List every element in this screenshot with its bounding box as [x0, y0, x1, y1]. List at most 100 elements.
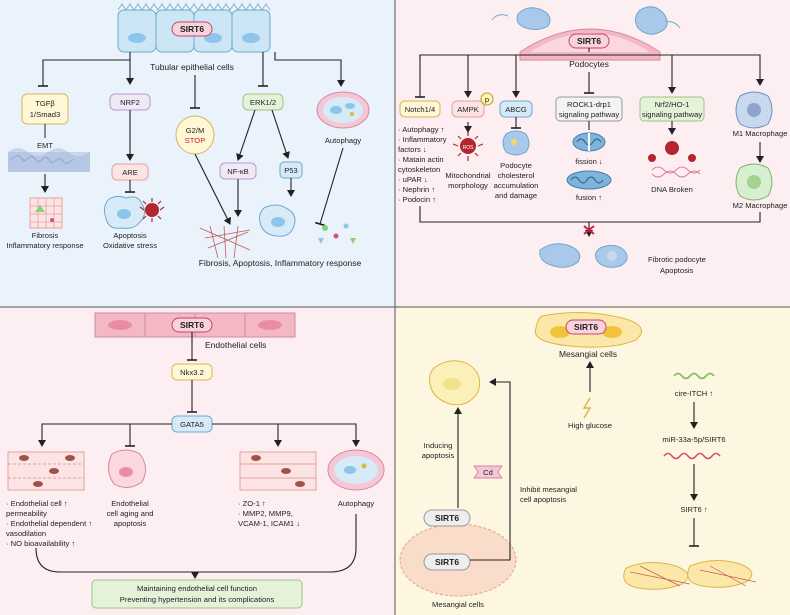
apoptotic-mesangial-cell-illustration [429, 360, 481, 406]
aging-apoptosis-label: apoptosis [114, 519, 147, 528]
list-item: · Inflammatory [398, 135, 447, 144]
sirt6-label-mid: SIRT6 [435, 513, 459, 523]
apoptotic-cell-illustration-tubular [259, 204, 296, 237]
vessel-permeability-illustration [7, 451, 85, 491]
sirt6-up-label: SIRT6 ↑ [680, 505, 707, 514]
ros-mitochondria-illustration: ROS [452, 131, 484, 161]
m2-macrophage-illustration [735, 163, 773, 201]
apoptosis-label: Apoptosis [113, 231, 147, 240]
sirt6-label: SIRT6 [180, 24, 204, 34]
mesangial-cells-label-top: Mesangial cells [559, 349, 617, 359]
nrf2-label: NRF2 [120, 98, 140, 107]
tight-junction-illustration [239, 451, 317, 491]
podocyte-cholesterol-illustration [502, 130, 530, 156]
fission-label: fission ↓ [575, 157, 602, 166]
sirt6-label-endothelial: SIRT6 [180, 320, 204, 330]
emt-label: EMT [37, 141, 53, 150]
list-item: · Endothelial dependent ↑ [6, 519, 92, 528]
block-x-mark [583, 225, 595, 235]
emt-tissue-illustration [8, 148, 90, 172]
stop-label: STOP [185, 136, 206, 145]
fibrosis-fibers-illustration [199, 225, 251, 259]
gata5-label: GATA5 [180, 420, 204, 429]
notch-label: Notch1/4 [405, 105, 435, 114]
mir-33a-label: miR-33a-5p/SIRT6 [662, 435, 725, 444]
rock1-label: ROCK1-drp1 [567, 100, 611, 109]
ampk-label: AMPK [457, 105, 479, 114]
mirna-icon [663, 452, 721, 460]
sirt6-badge-mesangial [565, 319, 607, 335]
autophagy-label-tubular: Autophagy [325, 136, 362, 145]
nfkb-label: NF-κB [227, 167, 249, 176]
nrf2-pathway-label: signaling pathway [642, 110, 703, 119]
autophagy-label-endothelial: Autophagy [338, 499, 375, 508]
inflammatory-response-label: Inflammatory response [6, 241, 83, 250]
accumulation-label: accumulation [494, 181, 539, 190]
inhibit-apoptosis-label: cell apoptosis [520, 495, 566, 504]
maintain-function-box [91, 579, 303, 609]
sirt6-label-mesangial: SIRT6 [574, 322, 598, 332]
morphology-label: morphology [448, 181, 488, 190]
smad3-label: 1/Smad3 [30, 110, 60, 119]
phospho-badge [480, 92, 494, 106]
endothelial-cells-label: Endothelial cells [205, 340, 266, 350]
list-item: factors ↓ [398, 145, 427, 154]
cd-badge [473, 465, 503, 479]
sirt6-badge-tubular [171, 21, 213, 37]
podocytes-label: Podocytes [569, 59, 609, 69]
nkx-label: Nkx3.2 [180, 368, 204, 377]
ros-label: ROS [463, 145, 475, 151]
erk-box [242, 93, 284, 111]
mesangial-cells-label-bottom: Mesangial cells [432, 600, 484, 609]
circ-itch-label: cire-ITCH ↑ [675, 389, 713, 398]
endothelial-effects-list: · Endothelial cell ↑ permeability · Endo… [6, 499, 92, 548]
g2m-label: G2/M [186, 126, 205, 135]
inducing-label: Inducing [424, 441, 453, 450]
fibrosis-grid-illustration [29, 197, 63, 229]
list-item: · NO bioavailability ↑ [6, 539, 75, 548]
lightning-icon [582, 397, 592, 419]
erk-label: ERK1/2 [250, 98, 276, 107]
list-item: · Matain actin [398, 155, 444, 164]
tubular-outcome-label: Fibrosis, Apoptosis, Inflammatory respon… [199, 258, 362, 268]
fibrotic-podocyte-label: Fibrotic podocyte [648, 255, 706, 264]
notch-box [399, 100, 441, 118]
fibrotic-mesangial-cells-illustration [623, 560, 757, 590]
high-glucose-label: High glucose [568, 421, 612, 430]
fibrosis-label: Fibrosis [32, 231, 59, 240]
mesangial-cell-bottom-illustration [399, 509, 517, 597]
mitochondria-fission-illustration [572, 132, 606, 152]
p53-label: P53 [284, 166, 298, 175]
podocyte-label: Podocyte [500, 161, 532, 170]
autophagy-fragments-illustration [318, 223, 356, 244]
list-item: cytoskeleton [398, 165, 440, 174]
damage-label: and damage [495, 191, 537, 200]
ampk-box [451, 100, 485, 118]
circrna-icon [673, 372, 715, 380]
inducing-apoptosis-label: apoptosis [422, 451, 455, 460]
aging-cell-illustration [108, 449, 146, 488]
sirt6-label-podocyte: SIRT6 [577, 36, 601, 46]
autophagy-illustration-tubular [316, 91, 370, 129]
junction-effects-list: · ZO-1 ↑ · MMP2, MMP9, VCAM-1, ICAM1 ↓ [238, 499, 300, 528]
mitochondria-fusion-illustration [566, 170, 612, 190]
endothelial-aging-label: Endothelial [111, 499, 149, 508]
notch-effects-list: · Autophagy ↑ · Inflammatory factors ↓ ·… [398, 125, 447, 204]
list-item: · Podocin ↑ [398, 195, 436, 204]
mito-label: Mitochondrial [445, 171, 490, 180]
abcg-label: ABCG [505, 105, 527, 114]
list-item: · Autophagy ↑ [398, 125, 444, 134]
cholesterol-label: cholesterol [498, 171, 535, 180]
m1-macrophage-label: M1 Macrophage [733, 129, 788, 138]
list-item: vasodilation [6, 529, 46, 538]
fusion-label: fusion ↑ [576, 193, 602, 202]
apoptosis-label-podocyte: Apoptosis [660, 266, 694, 275]
cell-aging-label: cell aging and [107, 509, 154, 518]
inhibit-label: Inhibit mesangial [520, 485, 577, 494]
maintain-function-label: Maintaining endothelial cell function [137, 584, 257, 593]
tgfb-label: TGFβ [35, 99, 55, 108]
sirt6-label-low: SIRT6 [435, 557, 459, 567]
fibrotic-podocyte-illustration [539, 243, 628, 268]
